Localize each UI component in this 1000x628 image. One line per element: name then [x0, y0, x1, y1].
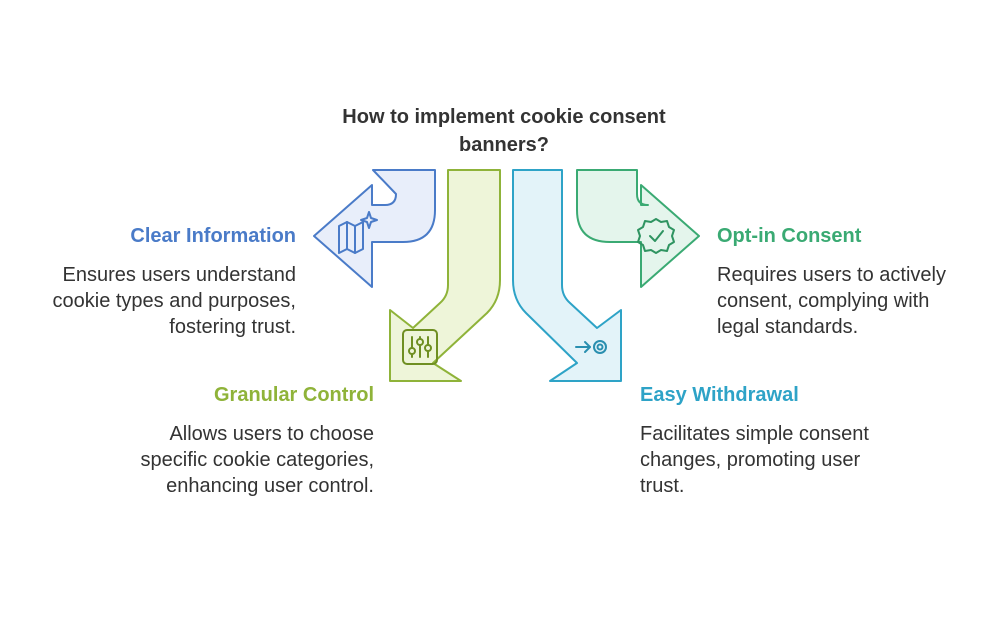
granular-control-line-1: Allows users to choose	[169, 423, 374, 445]
verified-badge-icon	[637, 218, 675, 254]
easy-withdrawal-arrow-shape	[512, 169, 622, 382]
easy-withdrawal-line-1: Facilitates simple consent	[640, 423, 869, 445]
sliders-icon	[402, 329, 438, 365]
easy-withdrawal-line-2: changes, promoting user	[640, 449, 861, 471]
easy-withdrawal-heading: Easy Withdrawal	[640, 384, 799, 406]
granular-control-arrow-shape	[389, 169, 501, 382]
granular-control-heading: Granular Control	[213, 384, 374, 406]
opt-in-consent-arrow-shape	[576, 169, 700, 288]
title-line-1: How to implement cookie consent	[342, 106, 666, 128]
opt-in-consent-line-3: legal standards.	[717, 316, 859, 338]
clear-information-line-3: fostering trust.	[169, 316, 296, 338]
granular-control-line-3: enhancing user control.	[166, 475, 374, 497]
diagram-title: How to implement cookie consent banners?	[300, 103, 708, 159]
clear-information-arrow	[313, 169, 436, 288]
easy-withdrawal-arrow	[512, 169, 622, 382]
clear-information-description: Ensures users understand cookie types an…	[53, 262, 297, 340]
opt-in-consent-line-1: Requires users to actively	[717, 264, 946, 286]
clear-information-arrow-shape	[313, 169, 436, 288]
map-sparkle-icon	[338, 211, 378, 254]
exit-arrow-icon	[575, 340, 607, 354]
granular-control-arrow	[389, 169, 501, 382]
opt-in-consent-heading: Opt-in Consent	[717, 225, 862, 247]
granular-control-line-2: specific cookie categories,	[140, 449, 374, 471]
easy-withdrawal-description: Facilitates simple consent changes, prom…	[640, 421, 869, 499]
clear-information-line-1: Ensures users understand	[62, 264, 296, 286]
opt-in-consent-line-2: consent, complying with	[717, 290, 930, 312]
opt-in-consent-description: Requires users to actively consent, comp…	[717, 262, 946, 340]
title-line-2: banners?	[458, 134, 550, 156]
granular-control-description: Allows users to choose specific cookie c…	[141, 421, 374, 499]
clear-information-heading: Clear Information	[130, 225, 296, 247]
easy-withdrawal-line-3: trust.	[640, 475, 685, 497]
opt-in-consent-arrow	[576, 169, 700, 288]
clear-information-line-2: cookie types and purposes,	[52, 290, 297, 312]
